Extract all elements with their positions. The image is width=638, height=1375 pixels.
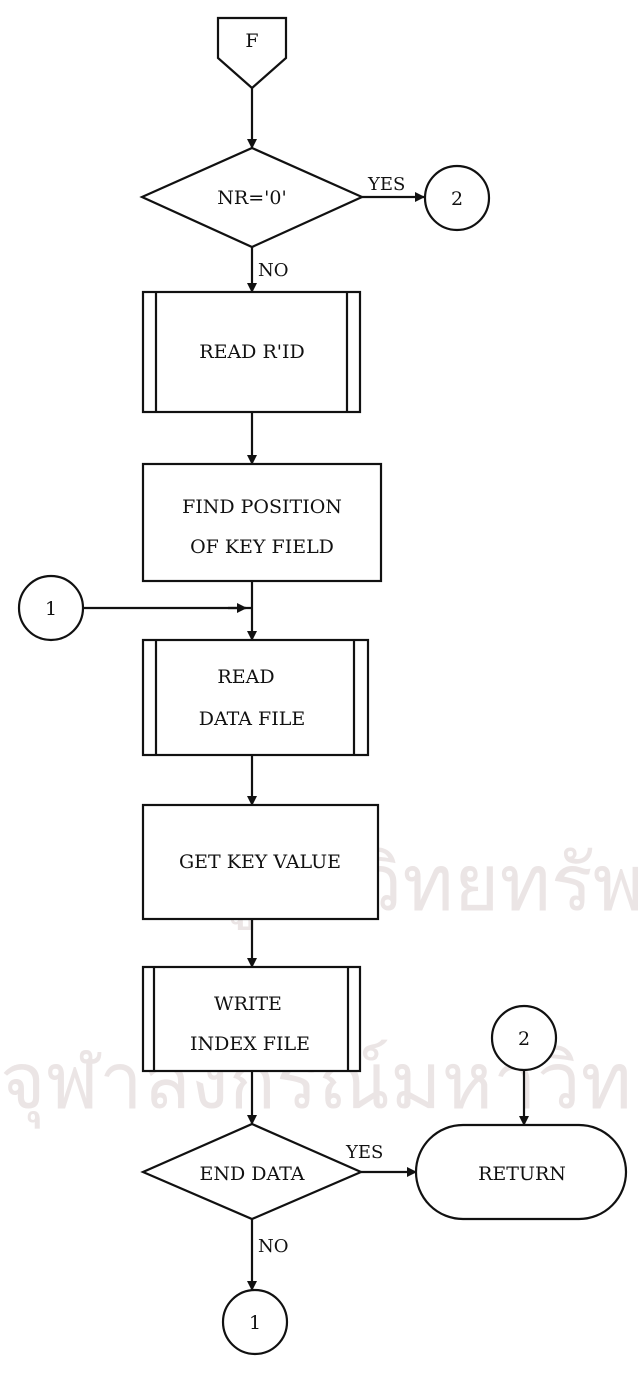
dec2-yes-label: YES	[345, 1142, 383, 1163]
dec1-yes-label: YES	[367, 174, 405, 195]
process-find-position-line2: OF KEY FIELD	[190, 536, 334, 558]
process-get-key-value	[141, 803, 380, 921]
process-get-key-value-label: GET KEY VALUE	[179, 851, 341, 873]
terminator-return-label: RETURN	[478, 1163, 566, 1185]
process-read-data-line1: READ	[217, 666, 274, 688]
process-read-rid-label: READ R'ID	[199, 341, 304, 363]
connector-bottom-1-label: 1	[249, 1312, 261, 1334]
decision-end-data-label: END DATA	[199, 1163, 304, 1185]
process-read-data-line2: DATA FILE	[199, 708, 306, 730]
process-write-index-line2: INDEX FILE	[190, 1033, 310, 1055]
connector-bottom-1	[221, 1288, 289, 1356]
terminator-return	[414, 1123, 628, 1221]
connector-top-2	[423, 164, 491, 232]
process-write-index-file	[141, 965, 362, 1073]
decision-nr-zero-label: NR='0'	[217, 187, 286, 209]
connector-right-2-label: 2	[518, 1028, 530, 1050]
dec1-no-label: NO	[258, 260, 289, 281]
process-find-position	[141, 462, 383, 583]
process-read-rid	[141, 290, 362, 414]
process-write-index-line1: WRITE	[214, 993, 282, 1015]
dec2-no-label: NO	[258, 1236, 289, 1257]
connector-top-2-label: 2	[451, 188, 463, 210]
start-offpage-connector	[216, 16, 288, 90]
start-label: F	[245, 30, 258, 52]
process-find-position-line1: FIND POSITION	[182, 496, 342, 518]
connector-left-1-label: 1	[45, 598, 57, 620]
process-read-data-file	[141, 638, 370, 757]
